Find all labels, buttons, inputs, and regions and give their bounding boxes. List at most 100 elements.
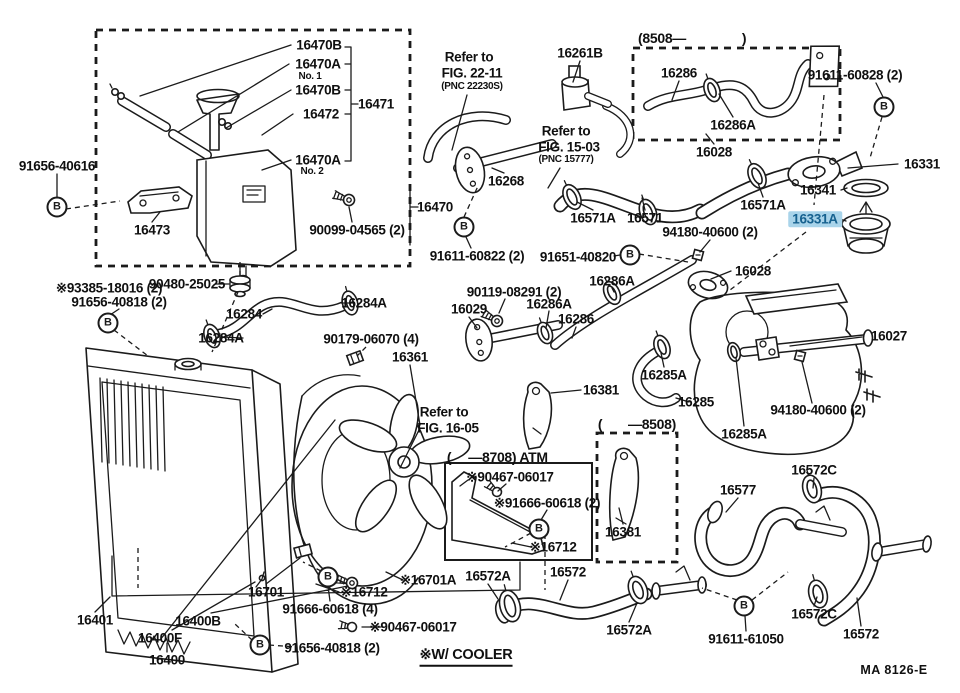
part-label-16572c[interactable]: 16572C	[791, 606, 837, 622]
engine-art	[632, 283, 881, 456]
part-label-16473[interactable]: 16473	[133, 222, 171, 238]
part-label-9046706017[interactable]: ※90467-06017	[369, 619, 457, 635]
hose-16571-art	[553, 180, 707, 226]
part-label-16470a[interactable]: 16470A	[295, 152, 341, 168]
part-label-90099045652[interactable]: 90099-04565 (2)	[309, 222, 405, 238]
part-label-16701a[interactable]: ※16701A	[399, 572, 457, 588]
lower-hoses-art	[494, 469, 932, 627]
part-label-16470a[interactable]: 16470A	[295, 56, 341, 72]
part-label-16285a[interactable]: 16285A	[641, 367, 687, 383]
part-label-9046706017[interactable]: ※90467-06017	[466, 469, 554, 485]
part-label-16572[interactable]: 16572	[549, 564, 587, 580]
part-label-16401[interactable]: 16401	[76, 612, 114, 628]
bracket-16473-art	[127, 186, 193, 214]
part-label-16285a[interactable]: 16285A	[721, 426, 767, 442]
part-label-16381[interactable]: 16381	[604, 524, 642, 540]
part-label-16361[interactable]: 16361	[391, 349, 429, 365]
part-label-16571[interactable]: 16571	[626, 210, 664, 226]
bolt-90467-art	[337, 620, 358, 633]
part-label-16381[interactable]: 16381	[582, 382, 620, 398]
part-label-9165640616[interactable]: 91656-40616	[18, 158, 96, 174]
part-label-16572a[interactable]: 16572A	[606, 622, 652, 638]
part-label-16284[interactable]: 16284	[225, 306, 263, 322]
part-label-91666606182[interactable]: ※91666-60618 (2)	[493, 495, 601, 511]
part-label-16286[interactable]: 16286	[660, 65, 698, 81]
part-label-90119082912[interactable]: 90119-08291 (2)	[466, 284, 562, 300]
part-label-91656408182[interactable]: 91656-40818 (2)	[284, 640, 380, 656]
diagram-annotation: —8508)	[627, 416, 677, 432]
diagram-annotation: Refer to	[444, 49, 494, 65]
part-label-16400f[interactable]: 16400F	[138, 630, 182, 646]
diagram-annotation: ※W/ COOLER	[419, 648, 513, 667]
part-label-16027[interactable]: 16027	[870, 328, 908, 344]
part-label-16268[interactable]: 16268	[487, 173, 525, 189]
circled-b-marker: B	[873, 96, 895, 118]
circled-b-marker: B	[46, 196, 68, 218]
part-label-16286a[interactable]: 16286A	[526, 296, 572, 312]
part-label-94180406002[interactable]: 94180-40600 (2)	[662, 224, 758, 240]
part-label-16400[interactable]: 16400	[148, 652, 186, 668]
part-label-9161161050[interactable]: 91611-61050	[708, 631, 784, 647]
hose-16284-art	[203, 285, 359, 349]
part-label-16286a[interactable]: 16286A	[589, 273, 635, 289]
part-label-16028[interactable]: 16028	[734, 263, 772, 279]
diagram-annotation: (	[446, 449, 452, 465]
cap-90480-art	[229, 275, 251, 298]
diagram-annotation: FIG. 22-11	[441, 65, 503, 81]
part-label-16471[interactable]: 16471	[357, 96, 395, 112]
part-label-16571a[interactable]: 16571A	[570, 210, 616, 226]
part-label-9048025025[interactable]: 90480-25025	[148, 276, 226, 292]
part-label-16470b[interactable]: 16470B	[295, 82, 341, 98]
part-label-93385180162[interactable]: ※93385-18016 (2)	[55, 280, 163, 296]
part-label-16577[interactable]: 16577	[719, 482, 757, 498]
part-label-91611608222[interactable]: 91611-60822 (2)	[429, 248, 525, 264]
part-label-91656408182[interactable]: 91656-40818 (2)	[71, 294, 167, 310]
circled-b-marker: B	[97, 312, 119, 334]
part-label-16285[interactable]: 16285	[677, 394, 715, 410]
part-label-16470[interactable]: 16470	[416, 199, 454, 215]
circled-b-marker: B	[528, 518, 550, 540]
part-label-16028[interactable]: 16028	[695, 144, 733, 160]
part-label-9165140820[interactable]: 91651-40820	[539, 249, 617, 265]
part-label-16400b[interactable]: 16400B	[175, 613, 221, 629]
part-label-16571a[interactable]: 16571A	[740, 197, 786, 213]
diagram-annotation: Refer to	[419, 404, 469, 420]
8508-upper-contents-art	[643, 45, 841, 118]
part-label-16284a[interactable]: 16284A	[198, 330, 244, 346]
part-label-16712[interactable]: ※16712	[340, 584, 388, 600]
part-label-94180406002[interactable]: 94180-40600 (2)	[770, 402, 866, 418]
part-label-16286a[interactable]: 16286A	[710, 117, 756, 133]
part-label-16284a[interactable]: 16284A	[341, 295, 387, 311]
part-label-16286[interactable]: 16286	[557, 311, 595, 327]
leader-lines	[56, 44, 899, 653]
diagram-annotation: (PNC 22230S)	[441, 81, 503, 92]
part-label-16712[interactable]: ※16712	[529, 539, 577, 555]
part-label-91666606184[interactable]: 91666-60618 (4)	[282, 601, 378, 617]
part-label-16331a[interactable]: 16331A	[788, 211, 842, 227]
pipe-16268-art	[423, 111, 557, 194]
8508-lower-box	[595, 431, 679, 564]
diagram-annotation: (	[597, 416, 603, 432]
water-outlet-art	[695, 150, 891, 254]
part-label-16472[interactable]: 16472	[302, 106, 340, 122]
part-label-16572c[interactable]: 16572C	[791, 462, 837, 478]
part-label-16470b[interactable]: 16470B	[296, 37, 342, 53]
part-label-16341[interactable]: 16341	[799, 182, 837, 198]
part-label-16029[interactable]: 16029	[450, 301, 488, 317]
part-label-16701[interactable]: 16701	[247, 584, 285, 600]
part-label-16572a[interactable]: 16572A	[465, 568, 511, 584]
dashed-leader-lines	[65, 94, 883, 648]
part-label-16261b[interactable]: 16261B	[557, 45, 603, 61]
reservoir-tank-art	[109, 83, 297, 282]
part-label-16331[interactable]: 16331	[903, 156, 941, 172]
part-label-91611608282[interactable]: 91611-60828 (2)	[807, 67, 903, 83]
thermostat-16331a-art	[841, 201, 891, 254]
part-label-16572[interactable]: 16572	[842, 626, 880, 642]
diagram-annotation: Refer to	[541, 123, 591, 139]
reservoir-assembly-box	[94, 28, 412, 268]
part-label-90179060704[interactable]: 90179-06070 (4)	[323, 331, 419, 347]
circled-b-marker: B	[249, 634, 271, 656]
